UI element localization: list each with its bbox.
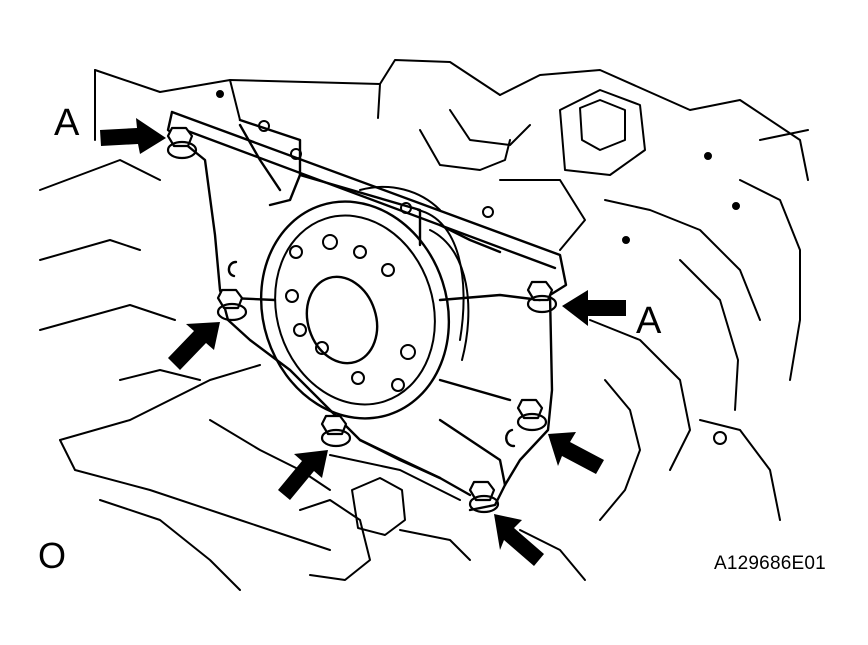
callout-label-a-right: A <box>636 300 662 342</box>
lower-block-outline <box>39 159 586 591</box>
arrow-right-a <box>562 290 626 326</box>
arrow-left-middle <box>168 322 220 370</box>
figure-reference-code: A129686E01 <box>714 553 826 574</box>
arrow-bottom <box>494 514 544 566</box>
bolt-right-lower <box>516 398 548 432</box>
bolt-right-a <box>526 280 558 314</box>
indicator-arrows <box>100 118 626 566</box>
callout-label-a-left: A <box>54 102 80 144</box>
engine-block-outline <box>94 59 809 521</box>
seal-retainer-plate <box>166 110 568 512</box>
bolt-left-middle <box>216 288 248 322</box>
retainer-bolts <box>166 126 558 514</box>
bolt-bottom-left <box>320 414 352 448</box>
oil-seal-flange <box>216 90 740 445</box>
arrow-top-left <box>100 118 166 154</box>
bolt-bottom <box>468 480 500 514</box>
arrow-bottom-left <box>278 450 328 500</box>
bolt-top-left <box>166 126 198 160</box>
callout-label-o: O <box>38 535 67 576</box>
arrow-right-lower <box>548 432 604 474</box>
